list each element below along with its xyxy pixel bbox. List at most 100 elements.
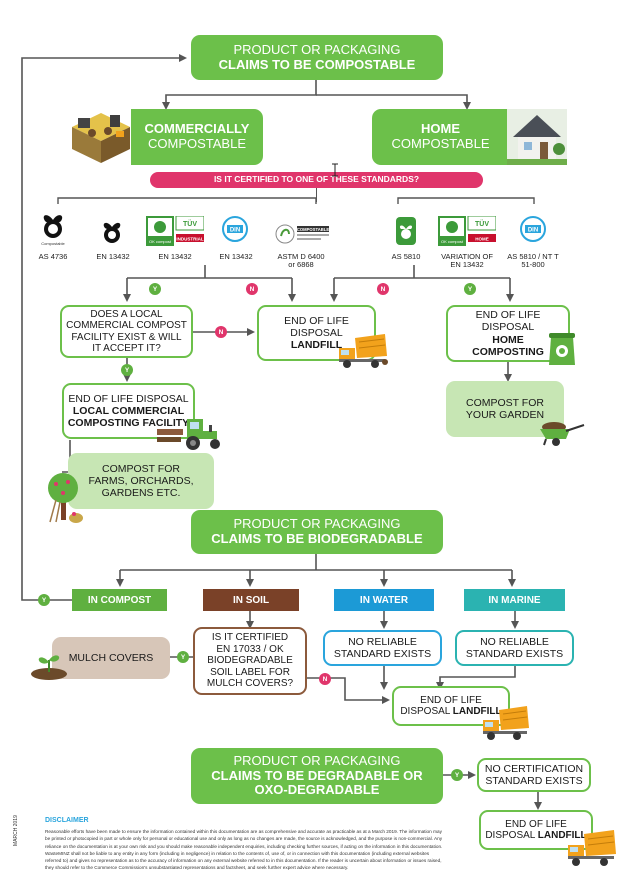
certified-question-text: IS IT CERTIFIED TO ONE OF THESE STANDARD… <box>213 174 420 185</box>
in-soil-label: IN SOIL <box>232 594 270 606</box>
commercially-line1: COMMERCIALLY <box>144 121 250 137</box>
no-certification-box: NO CERTIFICATION STANDARD EXISTS <box>477 758 591 792</box>
category-in-water: IN WATER <box>334 589 434 611</box>
no-cert-line2: STANDARD EXISTS <box>485 775 583 787</box>
din-icon: DIN <box>520 216 546 242</box>
farms-line2: FARMS, ORCHARDS, <box>88 474 194 487</box>
home-eol-line3: HOME <box>492 333 524 346</box>
wheelbarrow-icon <box>540 422 585 446</box>
standard-label-variation: VARIATION OF EN 13432 <box>441 252 493 270</box>
seedling-logo-en13432 <box>97 215 127 251</box>
landfill1-line3: LANDFILL <box>290 339 343 352</box>
house-illustration <box>507 109 567 165</box>
soil-q-line4: SOIL LABEL FOR <box>210 666 290 678</box>
compostable-header-line2: CLAIMS TO BE COMPOSTABLE <box>218 56 416 72</box>
landfill1-line2: DISPOSAL <box>290 326 343 339</box>
eol-home-composting-box: END OF LIFE DISPOSAL HOME COMPOSTING <box>446 305 570 362</box>
soil-seedling-icon <box>31 655 67 680</box>
garden-line2: YOUR GARDEN <box>465 409 545 421</box>
degradable-header-line2: CLAIMS TO BE DEGRADABLE OR <box>211 767 423 783</box>
soil-certification-question: IS IT CERTIFIED EN 17033 / OK BIODEGRADA… <box>193 627 307 695</box>
yes-marker: Y <box>149 283 161 295</box>
eol-landfill-box-1: END OF LIFE DISPOSAL LANDFILL <box>257 305 376 361</box>
dump-truck-icon <box>568 830 616 866</box>
certified-question-bar: IS IT CERTIFIED TO ONE OF THESE STANDARD… <box>150 172 483 188</box>
biodegradable-header-line2: CLAIMS TO BE BIODEGRADABLE <box>211 531 423 546</box>
disclaimer-title: DISCLAIMER <box>45 817 89 824</box>
svg-text:HOME: HOME <box>475 237 489 242</box>
marine-nr-line2: STANDARD EXISTS <box>465 648 564 660</box>
farms-line3: GARDENS ETC. <box>101 487 181 500</box>
no-marker: N <box>319 673 331 685</box>
tractor-illustration <box>157 413 225 451</box>
bpi-compostable-logo: COMPOSTABLE <box>275 222 331 246</box>
no-marker: N <box>215 326 227 338</box>
garden-line1: COMPOST FOR <box>466 396 544 409</box>
yes-marker: Y <box>464 283 476 295</box>
compostable-header-line1: PRODUCT OR PACKAGING <box>233 41 401 57</box>
marine-nr-line1: NO RELIABLE <box>480 635 549 648</box>
seedling-logo-as4736: Compostable <box>36 207 70 249</box>
no-reliable-standard-marine: NO RELIABLE STANDARD EXISTS <box>455 630 574 666</box>
water-nr-line2: STANDARD EXISTS <box>333 648 432 660</box>
yes-marker: Y <box>121 364 133 376</box>
tuv-ok-compost-home-logo: TÜV HOME OK compost <box>438 215 497 246</box>
commercial-eol-line2: LOCAL COMMERCIAL <box>72 404 185 417</box>
biodegradable-header-line1: PRODUCT OR PACKAGING <box>233 516 401 532</box>
in-marine-label: IN MARINE <box>488 594 541 606</box>
landfill2-line2: DISPOSAL <box>400 706 450 717</box>
soil-q-line5: MULCH COVERS? <box>206 678 294 690</box>
water-nr-line1: NO RELIABLE <box>348 635 417 648</box>
house-icon <box>507 109 567 165</box>
home-eol-line4: COMPOSTING <box>472 345 544 358</box>
category-in-compost: IN COMPOST <box>72 589 167 611</box>
din-certco-logo-2: DIN <box>520 216 546 246</box>
local-facility-question: DOES A LOCAL COMMERCIAL COMPOST FACILITY… <box>60 305 193 358</box>
svg-text:OK compost: OK compost <box>441 239 464 244</box>
compost-bin-icon <box>549 333 575 365</box>
soil-q-line1: IS IT CERTIFIED <box>211 632 289 644</box>
svg-text:TÜV: TÜV <box>183 219 197 228</box>
yes-marker: Y <box>177 651 189 663</box>
degradable-header-line3: OXO-DEGRADABLE <box>254 782 380 798</box>
text-cursor-icon <box>331 163 339 182</box>
category-in-marine: IN MARINE <box>464 589 565 611</box>
truck-illustration-2 <box>481 706 531 742</box>
biodegradable-header: PRODUCT OR PACKAGING CLAIMS TO BE BIODEG… <box>191 510 443 554</box>
standard-label-astm: ASTM D 6400 or 6868 <box>277 252 325 270</box>
no-marker: N <box>377 283 389 295</box>
standard-label-en13432-c: EN 13432 <box>219 252 253 261</box>
seedling-soil-illustration <box>30 648 68 680</box>
local-question-line2: COMMERCIAL COMPOST <box>66 320 187 331</box>
truck-illustration-1 <box>337 334 389 370</box>
local-question-line3: FACILITY EXIST & WILL <box>71 331 182 343</box>
landfill2-line3: LANDFILL <box>452 706 502 717</box>
home-eol-line2: DISPOSAL <box>481 321 535 334</box>
svg-text:DIN: DIN <box>230 228 240 234</box>
orchard-tree-illustration <box>46 472 86 524</box>
green-seedling-icon <box>396 217 416 245</box>
facility-illustration-icon <box>72 113 130 163</box>
soil-q-line2: EN 17033 / OK <box>216 643 284 655</box>
no-cert-line1: NO CERTIFICATION <box>484 762 584 775</box>
eol-commercial-composting-box: END OF LIFE DISPOSAL LOCAL COMMERCIAL CO… <box>62 383 195 439</box>
svg-text:INDUSTRIAL: INDUSTRIAL <box>176 237 203 242</box>
svg-text:DIN: DIN <box>528 228 538 234</box>
svg-text:TÜV: TÜV <box>475 219 489 228</box>
home-line1: HOME <box>421 121 460 137</box>
landfill3-line3: LANDFILL <box>537 830 587 841</box>
seedling-icon <box>103 222 121 243</box>
standard-label-as4736: AS 4736 <box>38 252 68 261</box>
din-icon: DIN <box>222 216 248 242</box>
bpi-icon: COMPOSTABLE <box>275 224 329 244</box>
home-compost-seedling-logo <box>395 216 417 246</box>
commercial-eol-line3: COMPOSTING FACILITY <box>67 417 190 430</box>
commercially-line2: COMPOSTABLE <box>147 136 246 151</box>
standard-label-as5810-nt: AS 5810 / NT T 51-800 <box>507 252 559 270</box>
standard-label-en13432-b: EN 13432 <box>158 252 192 261</box>
disclaimer-body: Reasonable efforts have been made to ens… <box>45 829 443 871</box>
svg-text:OK compost: OK compost <box>149 239 172 244</box>
eol-landfill-box-2: END OF LIFE DISPOSAL LANDFILL <box>392 686 510 726</box>
svg-text:Compostable: Compostable <box>41 241 65 246</box>
yes-marker: Y <box>451 769 463 781</box>
